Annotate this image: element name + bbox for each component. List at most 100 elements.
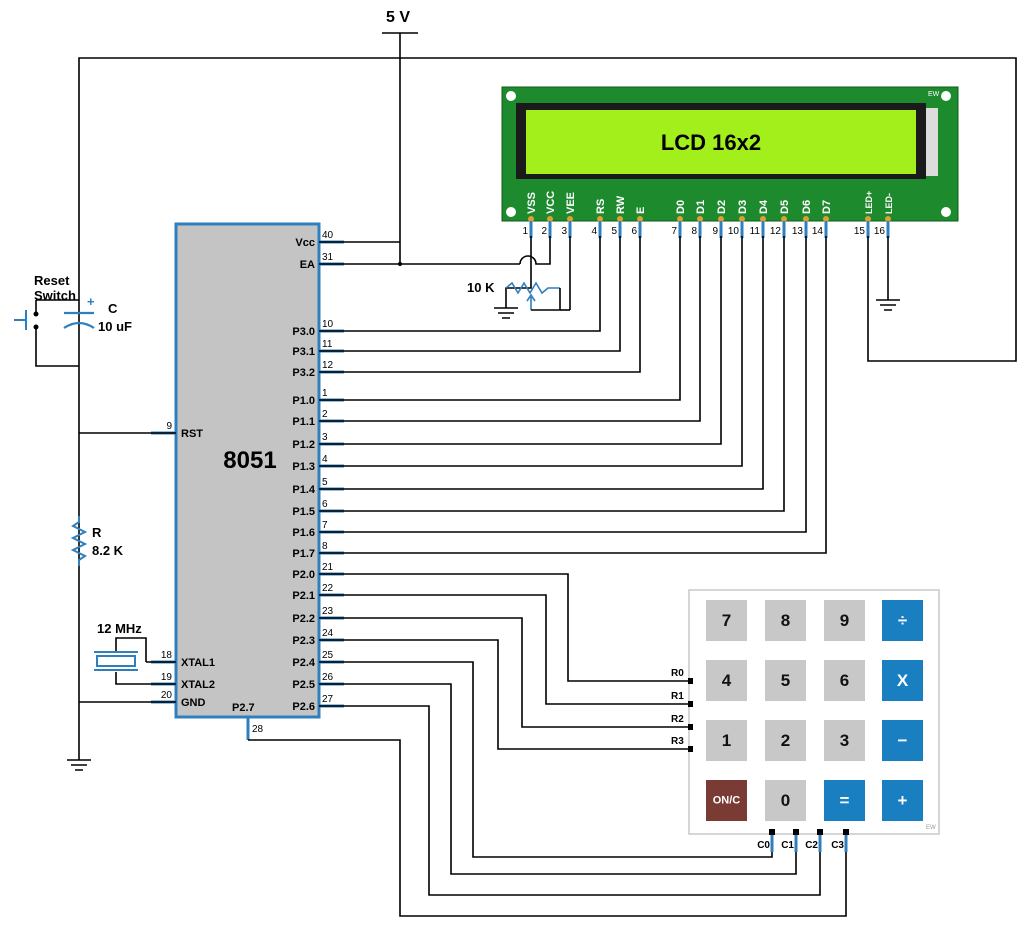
pin-label: EA (300, 259, 315, 271)
key-cap[interactable] (882, 600, 923, 641)
pin-label: P1.5 (292, 506, 315, 518)
key-on-c[interactable]: ON/C (706, 780, 747, 821)
key-label: 9 (840, 611, 849, 630)
key-8[interactable]: 8 (765, 600, 806, 641)
keypad-row-pin-r1: R1 (671, 691, 693, 707)
key-7[interactable]: 7 (706, 600, 747, 641)
key-3[interactable]: 3 (824, 720, 865, 761)
lcd-pin-pad (528, 216, 534, 222)
mcu-name: 8051 (223, 447, 276, 474)
key-label: 3 (840, 731, 849, 750)
wire-p1-3-d3 (319, 236, 743, 467)
key-cap[interactable] (765, 660, 806, 701)
pin-label: P1.3 (292, 461, 315, 473)
pin-label: LED+ (864, 191, 874, 214)
wire-p1-4-d4 (319, 236, 764, 490)
pin-number: 8 (322, 541, 328, 552)
wire-p2-3-r3 (319, 639, 689, 750)
key-cap[interactable] (824, 600, 865, 641)
pin-label: RST (181, 428, 203, 440)
pin-label: D3 (737, 200, 749, 214)
pin-number: 18 (161, 650, 173, 661)
pin-label: P2.5 (292, 679, 315, 691)
key-=[interactable]: = (824, 780, 865, 821)
key-9[interactable]: 9 (824, 600, 865, 641)
key-cap[interactable] (824, 720, 865, 761)
key-cap[interactable] (765, 720, 806, 761)
key-cap[interactable] (882, 780, 923, 821)
key-cap[interactable] (765, 780, 806, 821)
pin-number: 26 (322, 672, 334, 683)
key-cap[interactable] (824, 780, 865, 821)
pin-label: R0 (671, 668, 684, 679)
pin-number: 11 (750, 226, 761, 237)
wire-p2-2-r2 (319, 617, 689, 728)
key-cap[interactable] (706, 600, 747, 641)
pin-label: D7 (821, 200, 833, 214)
key-÷[interactable]: ÷ (882, 600, 923, 641)
key-2[interactable]: 2 (765, 720, 806, 761)
key-5[interactable]: 5 (765, 660, 806, 701)
key-+[interactable]: + (882, 780, 923, 821)
pin-label: D0 (675, 200, 687, 214)
key-label: 5 (781, 671, 790, 690)
pin-number: 12 (322, 360, 334, 371)
capacitor-value: 10 uF (98, 319, 132, 334)
lcd-corner-mark: EW (928, 91, 940, 98)
key-label: X (897, 671, 909, 690)
key-label: − (898, 731, 908, 750)
keypad-col-pin-c2: C2 (805, 829, 823, 852)
key-cap[interactable] (706, 660, 747, 701)
key-6[interactable]: 6 (824, 660, 865, 701)
pin-label: C1 (781, 840, 794, 851)
pin-number: 13 (792, 226, 804, 237)
key-x[interactable]: X (882, 660, 923, 701)
pin-label: C2 (805, 840, 818, 851)
pin-number: 25 (322, 650, 334, 661)
pin-number: 9 (712, 226, 718, 237)
keypad-col-pin-c1: C1 (781, 829, 799, 852)
reset-switch-label-line: Reset (34, 273, 70, 288)
ground-symbol (494, 307, 518, 319)
keypad-row-pin-r3: R3 (671, 736, 693, 752)
key-4[interactable]: 4 (706, 660, 747, 701)
key-1[interactable]: 1 (706, 720, 747, 761)
pin-label: P3.0 (292, 326, 315, 338)
lcd-pin-pad (803, 216, 809, 222)
key-cap[interactable] (824, 660, 865, 701)
key-cap[interactable] (765, 600, 806, 641)
pin-label: D5 (779, 200, 791, 214)
key-cap[interactable] (706, 720, 747, 761)
key-cap[interactable] (882, 660, 923, 701)
switch-contact (33, 311, 39, 317)
key-0[interactable]: 0 (765, 780, 806, 821)
pin-label: P2.4 (292, 657, 316, 669)
pin-label: P1.4 (292, 484, 316, 496)
pin-label: R2 (671, 714, 684, 725)
wire-p1-1-d1 (319, 236, 701, 422)
pin-label: P2.7 (232, 702, 255, 714)
wire-p1-7-d7 (319, 236, 827, 554)
pin-label: XTAL1 (181, 657, 215, 669)
lcd-pin-led-plus: LED+15 (854, 191, 874, 238)
key-label: 4 (722, 671, 732, 690)
key-cap[interactable] (706, 780, 747, 821)
capacitor-plate (63, 321, 95, 329)
pin-number: 22 (322, 583, 334, 594)
key-cap[interactable] (882, 720, 923, 761)
capacitor-name: C (108, 301, 118, 316)
wire-p2-6-c2 (319, 705, 821, 896)
wire-p3-0-rs (319, 236, 601, 332)
key-−[interactable]: − (882, 720, 923, 761)
pin-number: 1 (522, 226, 528, 237)
lcd-pin-rs: RS4 (591, 199, 607, 238)
pin-number: 10 (728, 226, 740, 237)
pin-label: Vcc (295, 237, 315, 249)
lcd-pin-d2: D29 (712, 200, 728, 238)
key-label: + (898, 791, 908, 810)
pin-number: 2 (541, 226, 547, 237)
